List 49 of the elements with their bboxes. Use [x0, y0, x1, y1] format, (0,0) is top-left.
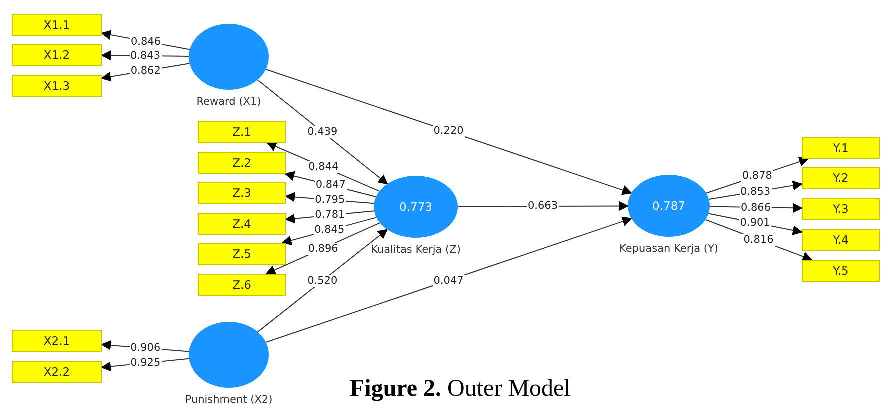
- edge-label: 0.906: [130, 342, 162, 354]
- edge-label: 0.520: [306, 274, 339, 287]
- arrow: [257, 229, 388, 333]
- edge-label: 0.896: [307, 242, 340, 255]
- indicator-box: Z.4: [198, 213, 286, 235]
- arrow: [266, 69, 633, 196]
- edge-label: 0.846: [130, 36, 162, 48]
- indicator-box: Z.6: [198, 274, 286, 296]
- arrow: [257, 80, 388, 185]
- r-squared-value: 0.787: [652, 199, 686, 213]
- edge-label: 0.847: [314, 179, 347, 192]
- indicator-box: X2.1: [12, 330, 102, 352]
- edge-label: 0.439: [306, 126, 339, 138]
- construct-label: Kualitas Kerja (Z): [371, 244, 461, 256]
- edge-label: 0.781: [314, 209, 346, 222]
- construct-label: Reward (X1): [196, 96, 262, 108]
- construct-label: Kepuasan Kerja (Y): [620, 243, 718, 255]
- indicator-box: Z.2: [198, 152, 286, 174]
- construct-label: Punishment (X2): [185, 394, 273, 405]
- edge-label: 0.845: [314, 224, 346, 236]
- edge-label: 0.047: [432, 274, 465, 287]
- indicator-box: Z.3: [198, 182, 286, 204]
- indicator-box: Y.1: [802, 137, 880, 159]
- indicator-box: Z.1: [198, 121, 286, 143]
- edge-label: 0.220: [432, 125, 465, 138]
- edge-label: 0.878: [741, 170, 774, 182]
- edge-label: 0.866: [740, 202, 772, 214]
- edge-label: 0.862: [130, 65, 162, 77]
- indicator-box: Z.5: [198, 243, 286, 265]
- edge-label: 0.843: [129, 50, 162, 62]
- edge-label: 0.901: [739, 217, 772, 230]
- indicator-box: Y.4: [802, 229, 880, 251]
- edge-label: 0.816: [742, 234, 775, 246]
- edge-label: 0.925: [130, 357, 162, 370]
- indicator-box: X1.3: [12, 75, 102, 97]
- edge-label: 0.844: [308, 161, 340, 174]
- r-squared-value: 0.773: [400, 200, 432, 214]
- arrow: [266, 216, 633, 343]
- construct-circle: [374, 176, 458, 238]
- edge-label: 0.853: [740, 186, 772, 198]
- indicator-box: Y.5: [802, 260, 880, 282]
- indicator-box: X2.2: [12, 361, 102, 383]
- indicator-box: X1.2: [12, 44, 102, 66]
- indicator-box: Y.2: [802, 167, 880, 189]
- indicator-box: Y.3: [802, 198, 880, 220]
- edge-label: 0.663: [526, 200, 560, 212]
- figure-caption: Figure 2. Outer Model: [350, 376, 571, 403]
- edge-label: 0.795: [314, 194, 346, 206]
- indicator-box: X1.1: [12, 14, 102, 36]
